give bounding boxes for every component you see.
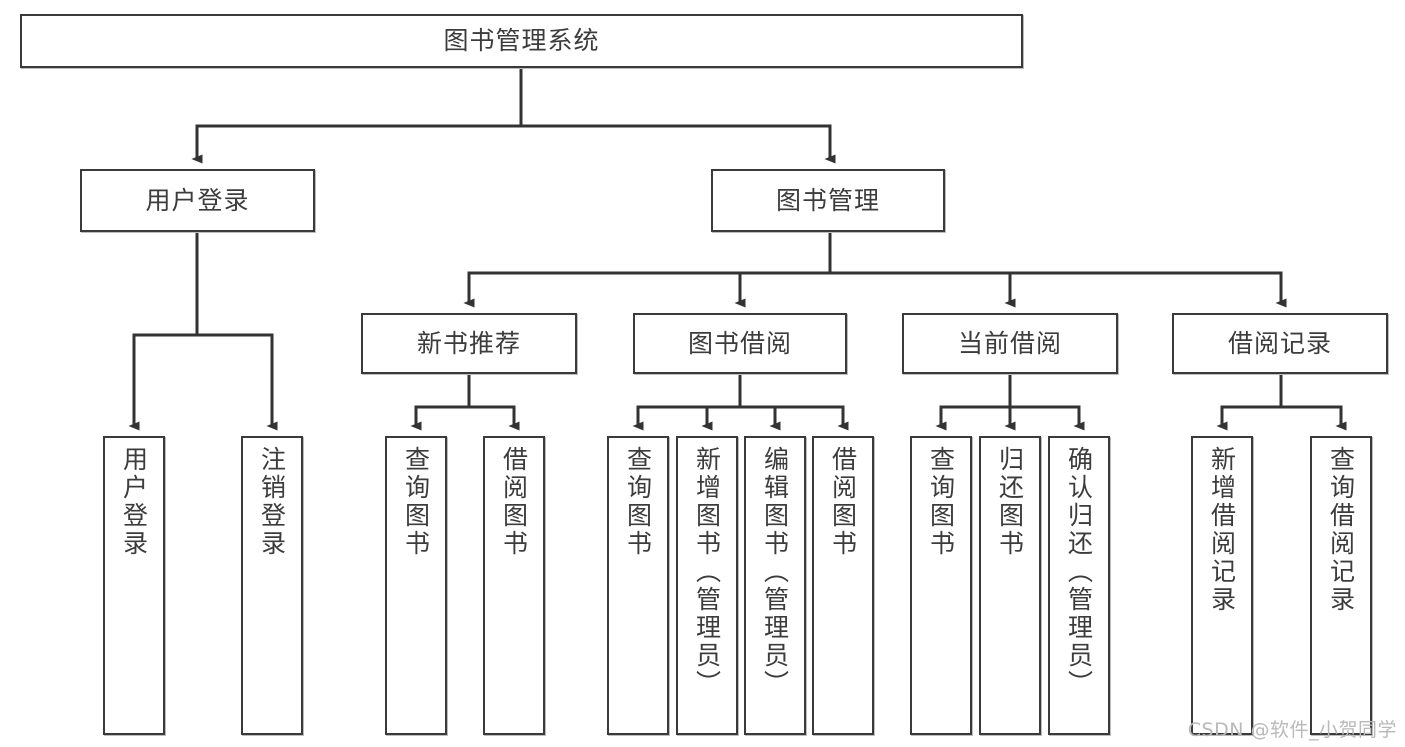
node-label: 当前借阅: [957, 328, 1062, 358]
node-label: 新增图书（管理员）: [692, 446, 722, 698]
node-user-login[interactable]: 用户登录: [80, 169, 315, 232]
node-label: 图书管理: [775, 185, 880, 215]
leaf-recommend-query-book[interactable]: 查询图书: [385, 436, 447, 735]
node-label: 图书借阅: [687, 328, 792, 358]
node-label: 图书管理系统: [443, 26, 600, 56]
node-current-borrow[interactable]: 当前借阅: [902, 313, 1118, 374]
node-label: 借阅图书: [499, 446, 529, 558]
node-label: 借阅记录: [1227, 328, 1332, 358]
leaf-borrow-add-book[interactable]: 新增图书（管理员）: [676, 436, 738, 735]
node-label: 确认归还（管理员）: [1064, 446, 1094, 698]
node-label: 用户登录: [145, 185, 250, 215]
node-label: 借阅图书: [828, 446, 858, 558]
node-label: 新增借阅记录: [1207, 446, 1237, 614]
node-new-book-recommend[interactable]: 新书推荐: [361, 313, 577, 374]
leaf-recommend-borrow-book[interactable]: 借阅图书: [483, 436, 545, 735]
node-label: 查询图书: [401, 446, 431, 558]
leaf-current-return-book[interactable]: 归还图书: [979, 436, 1041, 735]
leaf-record-query[interactable]: 查询借阅记录: [1310, 436, 1372, 735]
node-label: 归还图书: [995, 446, 1025, 558]
node-label: 查询图书: [623, 446, 653, 558]
node-label: 查询图书: [926, 446, 956, 558]
node-label: 用户登录: [119, 446, 149, 558]
node-book-borrow[interactable]: 图书借阅: [633, 313, 847, 374]
node-book-management[interactable]: 图书管理: [711, 169, 945, 232]
node-label: 注销登录: [257, 446, 287, 558]
node-label: 编辑图书（管理员）: [760, 446, 790, 698]
leaf-borrow-query-book[interactable]: 查询图书: [607, 436, 669, 735]
node-root-system[interactable]: 图书管理系统: [20, 14, 1023, 68]
node-label: 新书推荐: [416, 328, 521, 358]
leaf-record-add[interactable]: 新增借阅记录: [1191, 436, 1253, 735]
leaf-user-logout[interactable]: 注销登录: [241, 436, 303, 735]
leaf-current-confirm-return[interactable]: 确认归还（管理员）: [1048, 436, 1110, 735]
node-borrow-record[interactable]: 借阅记录: [1172, 313, 1388, 374]
leaf-borrow-edit-book[interactable]: 编辑图书（管理员）: [744, 436, 806, 735]
leaf-user-login[interactable]: 用户登录: [103, 436, 165, 735]
leaf-borrow-borrow-book[interactable]: 借阅图书: [812, 436, 874, 735]
leaf-current-query-book[interactable]: 查询图书: [910, 436, 972, 735]
csdn-watermark: CSDN @软件_小贺同学: [1187, 719, 1397, 741]
node-label: 查询借阅记录: [1326, 446, 1356, 614]
